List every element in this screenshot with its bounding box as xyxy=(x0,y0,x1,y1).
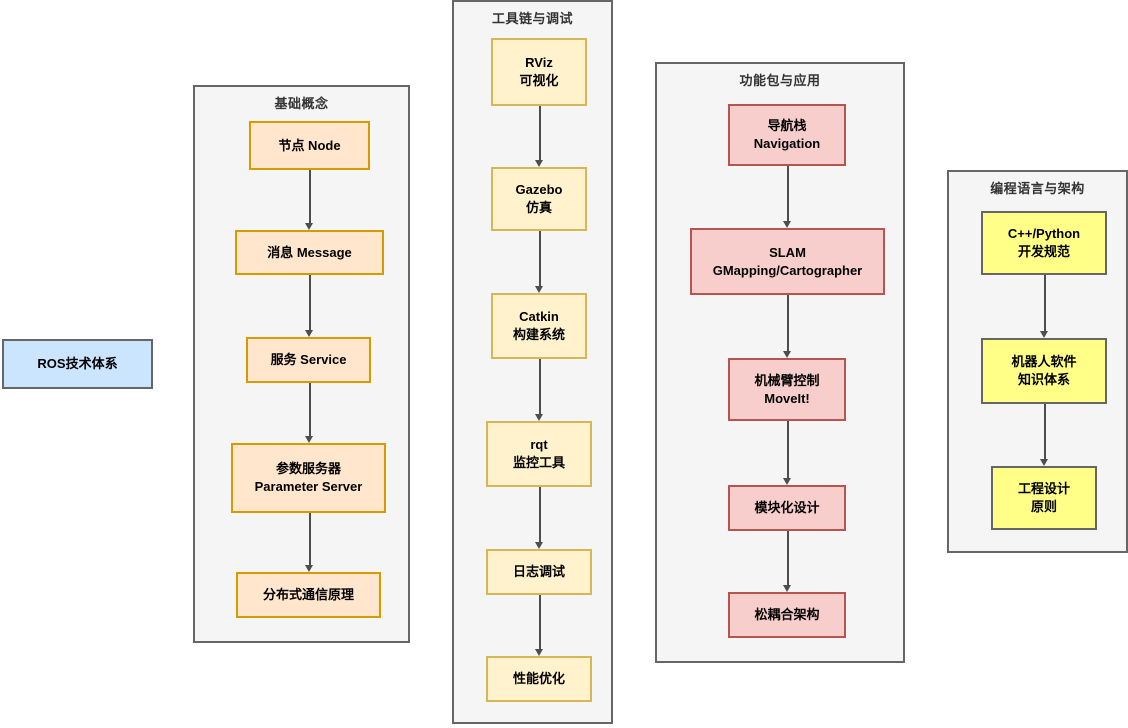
node-packages-4[interactable]: 松耦合架构 xyxy=(728,592,846,638)
node-packages-3[interactable]: 模块化设计 xyxy=(728,485,846,531)
arrow-head-icon xyxy=(305,436,314,443)
node-packages-1[interactable]: SLAM GMapping/Cartographer xyxy=(690,228,885,295)
edge-toolchain-1 xyxy=(535,231,544,293)
edge-packages-0 xyxy=(783,166,792,228)
edge-line-icon xyxy=(1044,275,1046,332)
arrow-head-icon xyxy=(535,649,544,656)
arrow-head-icon xyxy=(535,286,544,293)
node-basics-2[interactable]: 服务 Service xyxy=(246,337,371,383)
node-languages-0[interactable]: C++/Python 开发规范 xyxy=(981,211,1107,275)
node-toolchain-5[interactable]: 性能优化 xyxy=(486,656,592,702)
node-toolchain-0[interactable]: RViz 可视化 xyxy=(491,38,587,106)
edge-packages-2 xyxy=(783,421,792,485)
arrow-head-icon xyxy=(783,221,792,228)
arrow-head-icon xyxy=(305,565,314,572)
edge-line-icon xyxy=(309,383,311,437)
arrow-head-icon xyxy=(1040,331,1049,338)
arrow-head-icon xyxy=(783,351,792,358)
edge-packages-3 xyxy=(783,531,792,592)
edge-toolchain-2 xyxy=(535,359,544,421)
node-basics-0[interactable]: 节点 Node xyxy=(249,121,370,170)
arrow-head-icon xyxy=(783,478,792,485)
edge-line-icon xyxy=(539,231,541,287)
group-title-packages: 功能包与应用 xyxy=(739,73,821,88)
edge-line-icon xyxy=(787,295,789,352)
node-basics-1[interactable]: 消息 Message xyxy=(235,230,384,275)
edge-packages-1 xyxy=(783,295,792,358)
node-languages-2[interactable]: 工程设计 原则 xyxy=(991,466,1097,530)
node-toolchain-1[interactable]: Gazebo 仿真 xyxy=(491,167,587,231)
node-basics-4[interactable]: 分布式通信原理 xyxy=(236,572,381,618)
edge-toolchain-4 xyxy=(535,595,544,656)
node-toolchain-3[interactable]: rqt 监控工具 xyxy=(486,421,592,487)
node-basics-3[interactable]: 参数服务器 Parameter Server xyxy=(231,443,386,513)
node-toolchain-4[interactable]: 日志调试 xyxy=(486,549,592,595)
edge-toolchain-3 xyxy=(535,487,544,549)
edge-line-icon xyxy=(309,513,311,566)
edge-languages-1 xyxy=(1040,404,1049,466)
group-packages: 功能包与应用 xyxy=(655,62,905,663)
edge-line-icon xyxy=(787,531,789,586)
arrow-head-icon xyxy=(1040,459,1049,466)
edge-toolchain-0 xyxy=(535,106,544,167)
root-node[interactable]: ROS技术体系 xyxy=(2,339,153,389)
edge-basics-2 xyxy=(305,383,314,443)
group-toolchain: 工具链与调试 xyxy=(452,0,613,724)
edge-line-icon xyxy=(539,106,541,161)
edge-line-icon xyxy=(539,359,541,415)
edge-basics-3 xyxy=(305,513,314,572)
arrow-head-icon xyxy=(783,585,792,592)
node-packages-0[interactable]: 导航栈 Navigation xyxy=(728,104,846,166)
node-languages-1[interactable]: 机器人软件 知识体系 xyxy=(981,338,1107,404)
edge-line-icon xyxy=(309,275,311,331)
node-packages-2[interactable]: 机械臂控制 MoveIt! xyxy=(728,358,846,421)
edge-line-icon xyxy=(787,166,789,222)
edge-line-icon xyxy=(787,421,789,479)
edge-basics-0 xyxy=(305,170,314,230)
edge-line-icon xyxy=(1044,404,1046,460)
edge-line-icon xyxy=(309,170,311,224)
edge-line-icon xyxy=(539,487,541,543)
arrow-head-icon xyxy=(535,542,544,549)
edge-basics-1 xyxy=(305,275,314,337)
arrow-head-icon xyxy=(305,223,314,230)
group-title-basics: 基础概念 xyxy=(274,96,329,111)
edge-line-icon xyxy=(539,595,541,650)
arrow-head-icon xyxy=(535,414,544,421)
arrow-head-icon xyxy=(535,160,544,167)
arrow-head-icon xyxy=(305,330,314,337)
node-toolchain-2[interactable]: Catkin 构建系统 xyxy=(491,293,587,359)
group-title-toolchain: 工具链与调试 xyxy=(491,11,573,26)
group-title-languages: 编程语言与架构 xyxy=(990,181,1085,196)
edge-languages-0 xyxy=(1040,275,1049,338)
